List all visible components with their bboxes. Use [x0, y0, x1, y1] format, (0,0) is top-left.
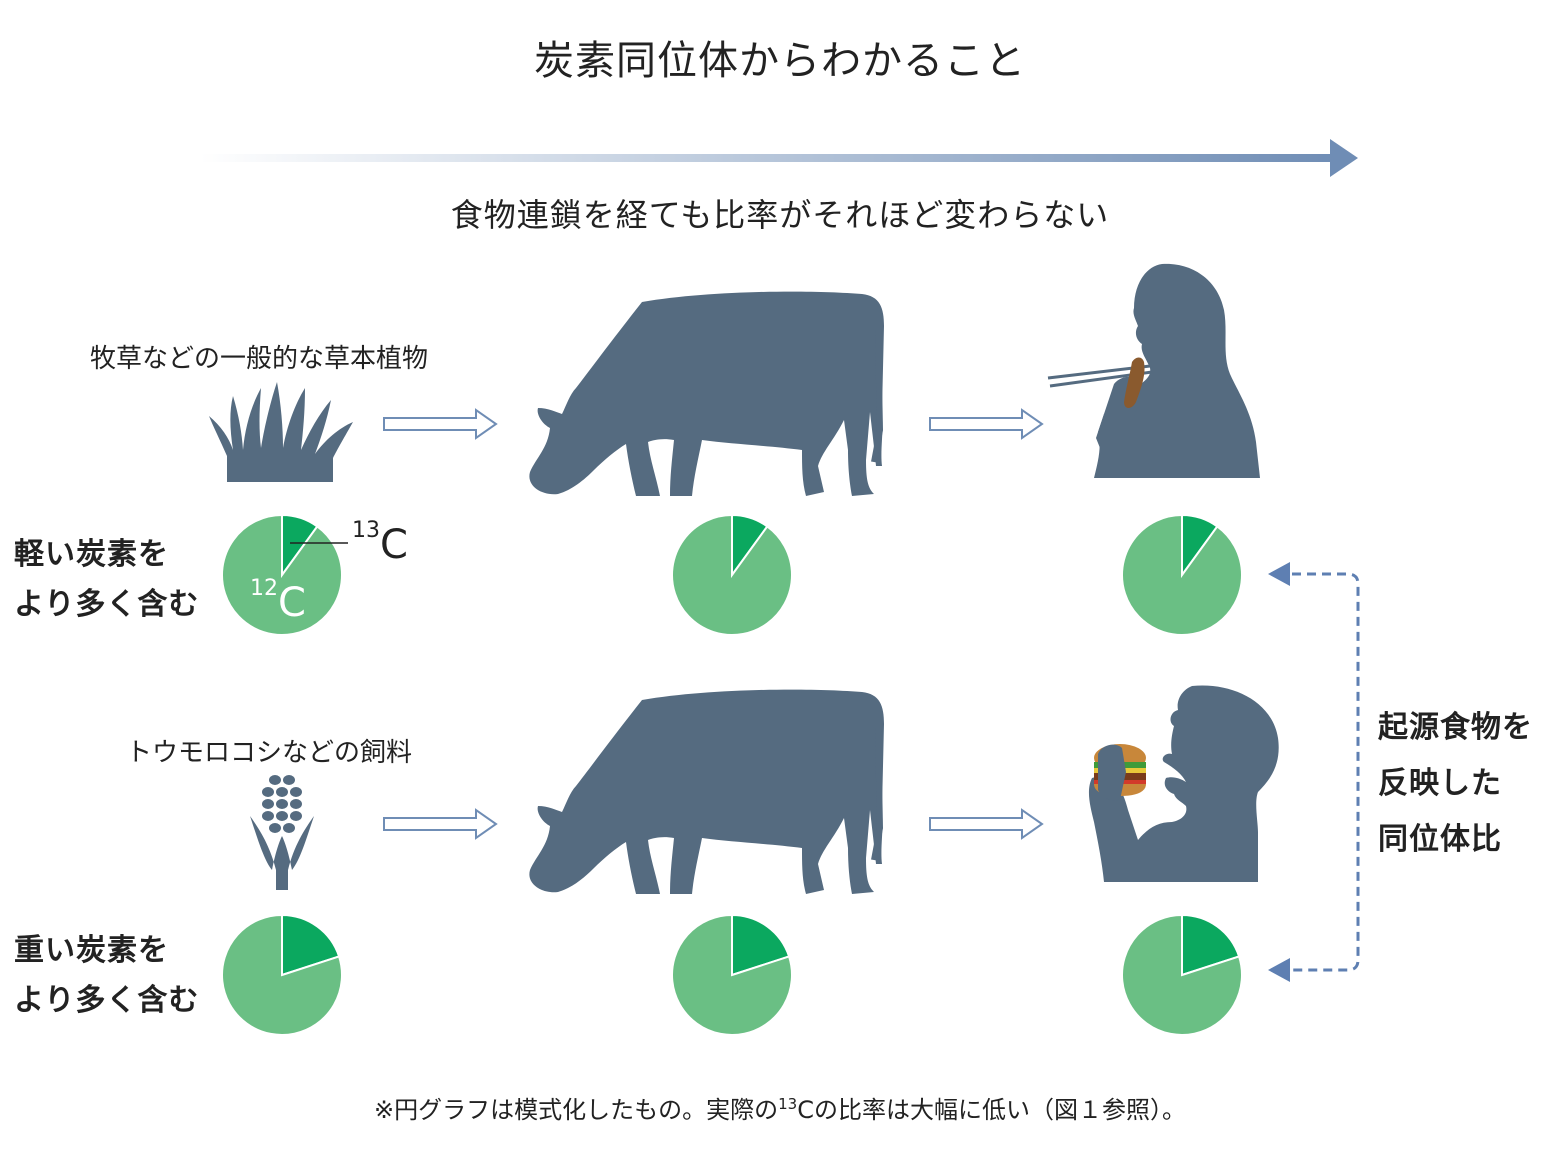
light-carbon-label-line2: より多く含む	[14, 587, 200, 622]
pie-slice-12c	[1121, 513, 1243, 636]
pie-chart-corn	[221, 913, 343, 1036]
pie-chart-human-grass	[1121, 513, 1243, 636]
light-carbon-label: 軽い炭素を より多く含む	[14, 530, 199, 630]
heavy-carbon-label-line1: 重い炭素を	[14, 933, 169, 968]
cow-icon-corn-fed	[529, 689, 884, 894]
woman-eating-meat-icon	[1047, 263, 1260, 478]
pie-slice-12c	[671, 513, 793, 636]
c13-leader-line	[290, 542, 348, 544]
pie-slice-13c	[281, 913, 341, 977]
origin-label-line3: 同位体比	[1378, 822, 1502, 857]
pie-chart-cow-corn	[671, 913, 793, 1036]
grass-label: 牧草などの一般的な草本植物	[90, 344, 429, 374]
pie-chart-cow-grass	[671, 513, 793, 636]
page-title: 炭素同位体からわかること	[534, 38, 1026, 84]
pie-slice-12c	[671, 913, 793, 1036]
origin-label-line2: 反映した	[1378, 766, 1502, 801]
heavy-carbon-label-line2: より多く含む	[14, 983, 200, 1018]
c12-label: 12C	[250, 576, 306, 626]
man-eating-burger-icon	[1088, 685, 1279, 882]
heavy-carbon-label: 重い炭素を より多く含む	[14, 926, 199, 1026]
pie-chart-human-corn	[1121, 913, 1243, 1036]
pie-slice-12c	[221, 913, 343, 1036]
origin-isotope-label: 起源食物を 反映した 同位体比	[1378, 700, 1533, 868]
footnote: ※円グラフは模式化したもの。実際の13Cの比率は大幅に低い（図１参照）。	[374, 1095, 1186, 1124]
flow-arrow-corn-to-cow	[383, 808, 498, 840]
pie-slice-12c	[1121, 913, 1243, 1036]
cow-icon	[529, 291, 884, 496]
flow-arrow-cow2-to-human	[929, 808, 1044, 840]
corn-icon	[250, 775, 314, 890]
c13-label: 13C	[352, 518, 408, 568]
flow-arrow-grass-to-cow	[383, 408, 498, 440]
pie-slice-13c	[1181, 913, 1241, 977]
pie-slice-12c	[221, 513, 343, 636]
pie-slice-13c	[731, 913, 791, 977]
corn-label: トウモロコシなどの飼料	[126, 738, 413, 768]
grass-icon	[209, 382, 353, 482]
origin-bracket-arrow	[1268, 562, 1360, 982]
food-chain-label: 食物連鎖を経ても比率がそれほど変わらない	[450, 196, 1110, 234]
pie-chart-grass	[221, 513, 343, 636]
flow-arrow-cow-to-human	[929, 408, 1044, 440]
light-carbon-label-line1: 軽い炭素を	[14, 537, 169, 572]
origin-label-line1: 起源食物を	[1378, 710, 1533, 745]
food-chain-arrow	[200, 139, 1358, 177]
